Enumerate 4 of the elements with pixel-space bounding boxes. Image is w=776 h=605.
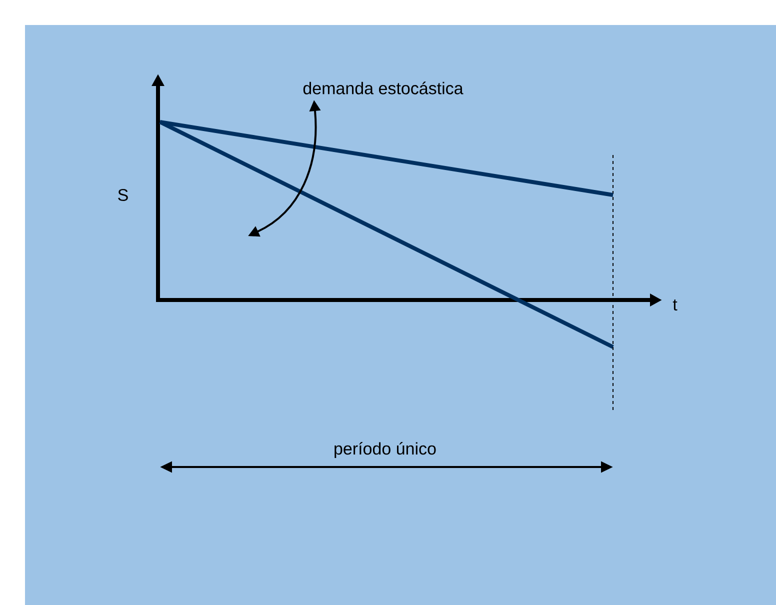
curve-label: demanda estocástica xyxy=(303,82,464,94)
axis-label: t xyxy=(672,299,678,311)
axis-label: S xyxy=(118,188,128,202)
dimension-label: período único xyxy=(334,442,436,458)
